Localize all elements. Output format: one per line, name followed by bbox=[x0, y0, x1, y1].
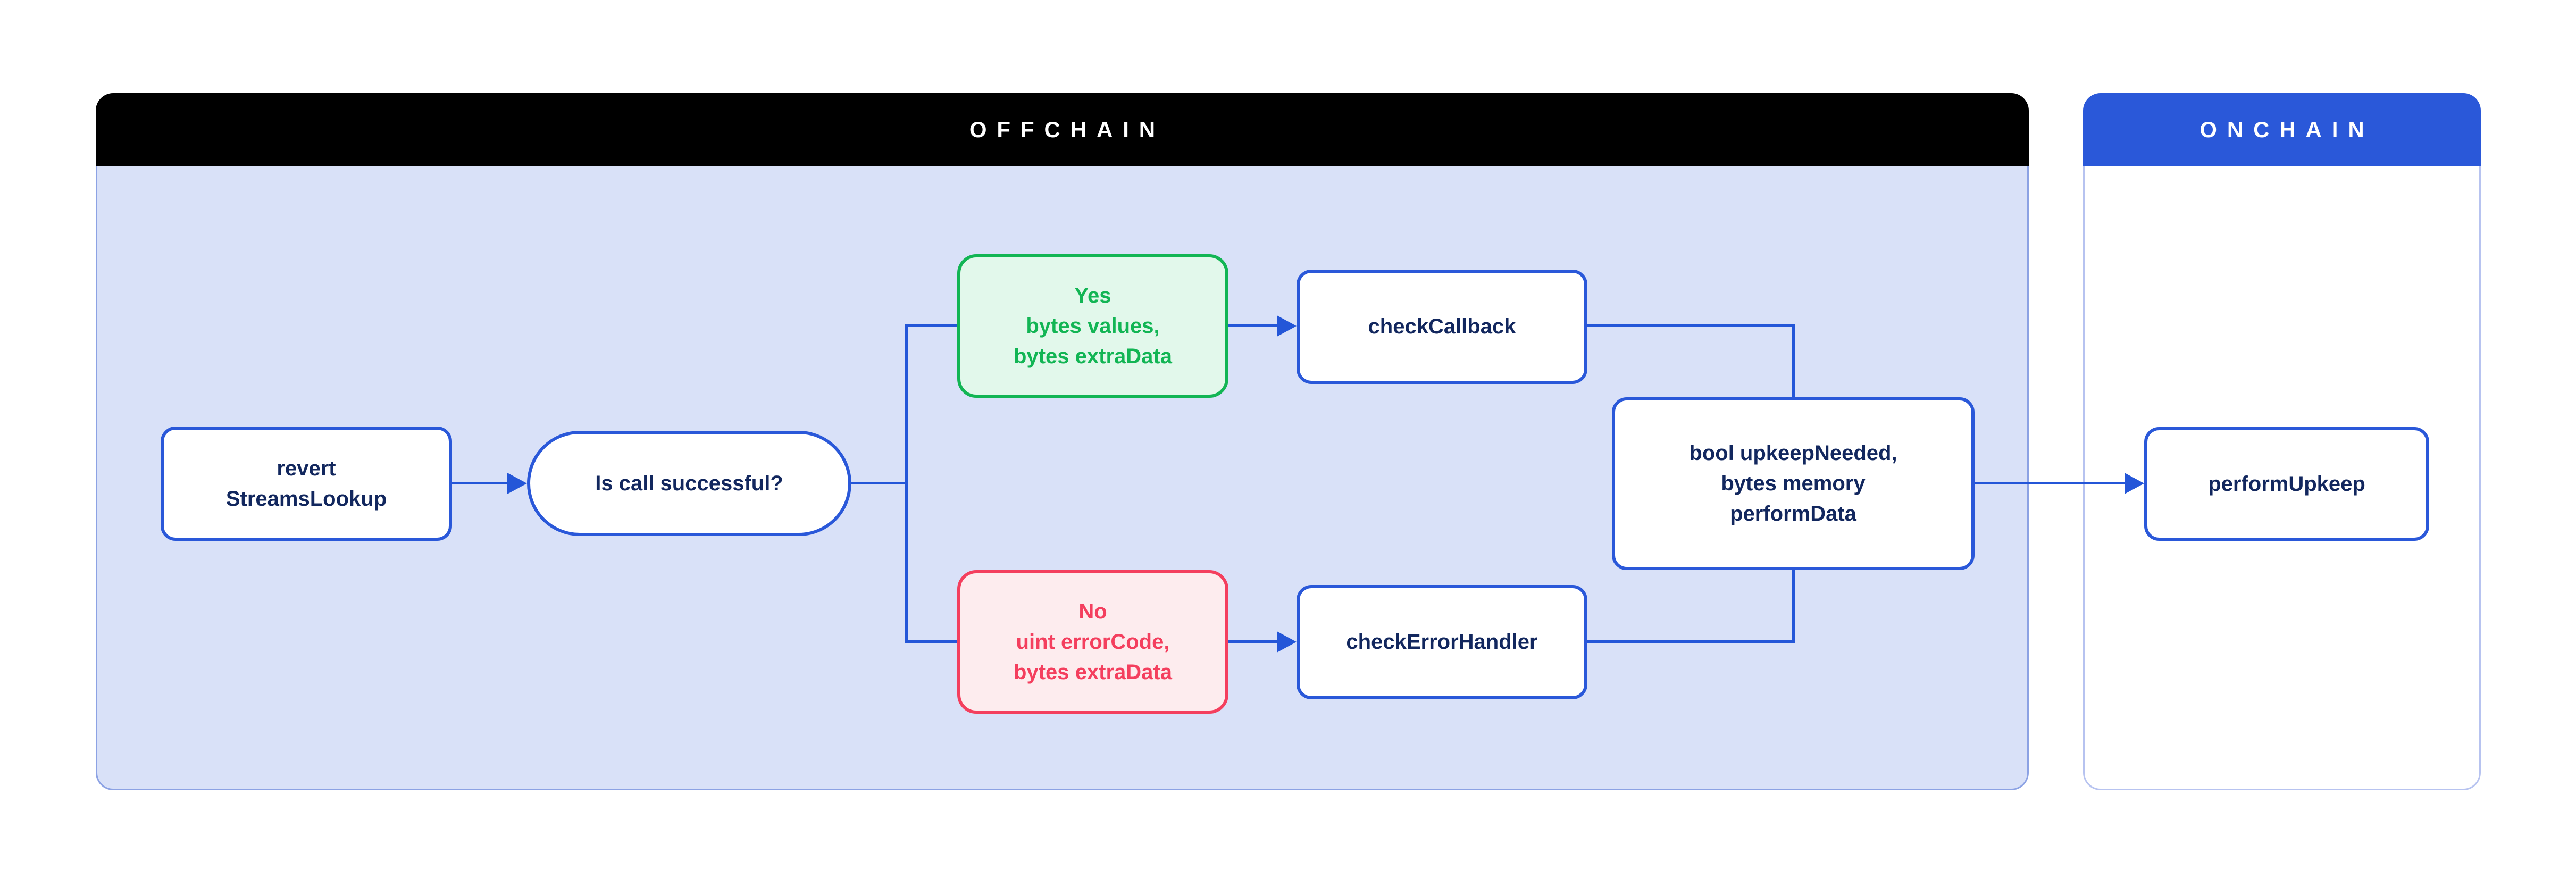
onchain-title: ONCHAIN bbox=[2199, 116, 2374, 142]
node-check-error-handler: checkErrorHandler bbox=[1297, 585, 1587, 699]
connector-checkerrorhandler-right bbox=[1587, 640, 1795, 643]
node-yes-branch: Yes bytes values, bytes extraData bbox=[957, 254, 1228, 398]
connector-no-to-checkerrorhandler bbox=[1228, 640, 1279, 643]
yes-line-2: bytes values, bbox=[1026, 314, 1160, 338]
connector-checkcallback-down bbox=[1792, 324, 1795, 400]
onchain-header: ONCHAIN bbox=[2083, 93, 2481, 166]
node-check-callback: checkCallback bbox=[1297, 270, 1587, 384]
check-callback-label: checkCallback bbox=[1368, 315, 1516, 338]
perform-upkeep-label: performUpkeep bbox=[2208, 472, 2365, 496]
offchain-title: OFFCHAIN bbox=[969, 116, 1166, 142]
connector-split-to-no bbox=[905, 640, 957, 643]
node-perform-upkeep: performUpkeep bbox=[2144, 427, 2429, 541]
upkeep-line-2: bytes memory bbox=[1721, 472, 1866, 495]
connector-revert-to-decision bbox=[452, 482, 511, 484]
arrowhead-into-decision bbox=[507, 473, 527, 494]
connector-yes-to-checkcallback bbox=[1228, 324, 1279, 327]
connector-decision-to-split bbox=[851, 482, 908, 484]
connector-split-to-yes bbox=[905, 324, 957, 327]
no-line-3: bytes extraData bbox=[1014, 660, 1172, 684]
no-line-1: No bbox=[1078, 599, 1107, 623]
connector-branch-split bbox=[905, 324, 908, 643]
yes-line-3: bytes extraData bbox=[1014, 344, 1172, 368]
upkeep-line-3: performData bbox=[1730, 502, 1856, 525]
yes-line-1: Yes bbox=[1074, 283, 1111, 307]
node-revert-streams-lookup: revert StreamsLookup bbox=[161, 427, 452, 541]
arrowhead-into-performupkeep bbox=[2125, 473, 2144, 494]
node-upkeep-result: bool upkeepNeeded, bytes memory performD… bbox=[1612, 397, 1975, 570]
decision-label: Is call successful? bbox=[595, 471, 783, 495]
revert-line-2: StreamsLookup bbox=[225, 487, 387, 511]
arrowhead-into-checkerrorhandler bbox=[1277, 631, 1297, 653]
upkeep-line-1: bool upkeepNeeded, bbox=[1689, 441, 1897, 465]
revert-line-1: revert bbox=[277, 456, 336, 480]
node-is-call-successful: Is call successful? bbox=[527, 431, 851, 536]
connector-checkerrorhandler-up bbox=[1792, 568, 1795, 643]
check-error-handler-label: checkErrorHandler bbox=[1346, 630, 1538, 654]
arrowhead-into-checkcallback bbox=[1277, 315, 1297, 337]
connector-upkeep-to-perform bbox=[1975, 482, 2127, 484]
offchain-header: OFFCHAIN bbox=[96, 93, 2029, 166]
node-no-branch: No uint errorCode, bytes extraData bbox=[957, 570, 1228, 714]
no-line-2: uint errorCode, bbox=[1016, 630, 1170, 654]
connector-checkcallback-right bbox=[1587, 324, 1795, 327]
